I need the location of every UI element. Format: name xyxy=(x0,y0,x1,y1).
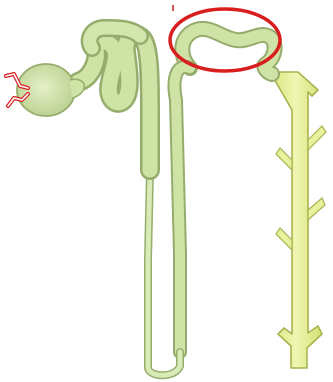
proximal-tubule xyxy=(78,28,150,170)
collecting-duct xyxy=(270,72,326,368)
glomerular-capsule xyxy=(17,64,84,116)
